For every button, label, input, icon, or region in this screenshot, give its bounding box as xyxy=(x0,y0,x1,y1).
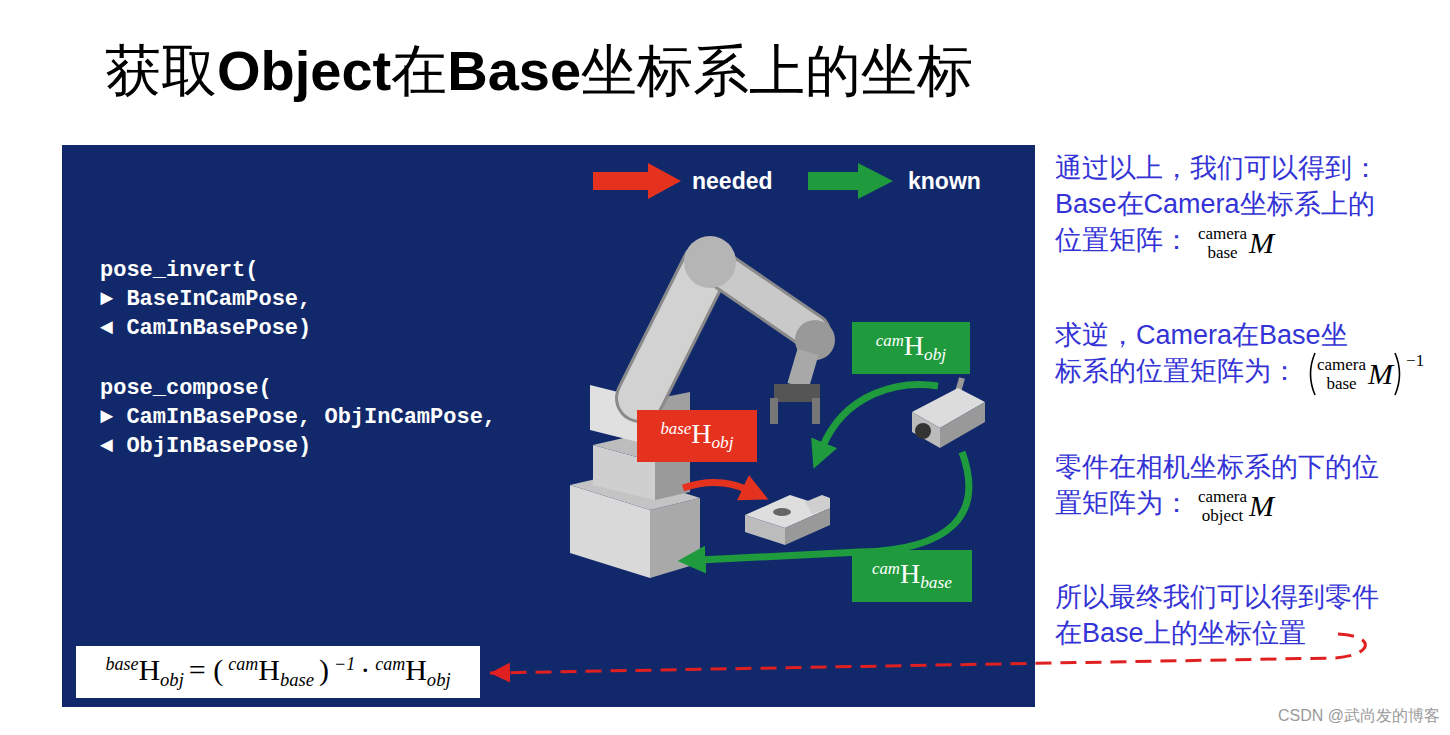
slide-title: 获取Object在Base坐标系上的坐标 xyxy=(105,36,973,106)
camera xyxy=(912,378,985,448)
matrix-notation: camerabaseM−1 xyxy=(1306,351,1424,397)
camera xyxy=(912,412,940,448)
matrix-symbol: M xyxy=(1368,357,1393,391)
bracket xyxy=(1393,351,1404,397)
legend-arrow xyxy=(648,163,681,199)
frame-name: base xyxy=(1326,374,1356,393)
frame-name: base xyxy=(1207,243,1237,262)
notation-op: = ( xyxy=(189,653,223,686)
notation-op: ) xyxy=(319,653,329,686)
robot-arm xyxy=(798,352,808,386)
notation-sub: obj xyxy=(427,669,451,690)
code-line: ► CamInBasePose, ObjInCamPose, xyxy=(100,403,496,432)
notation-sub: obj xyxy=(711,433,733,452)
notation-op: · xyxy=(360,653,370,686)
title-run: Base xyxy=(447,39,581,102)
pose-label-box: camHbase xyxy=(852,550,972,602)
frame-name: camera xyxy=(1198,487,1247,506)
notation-main: H xyxy=(900,558,920,589)
matrix-symbol: M xyxy=(1249,489,1274,523)
video-panel xyxy=(62,145,1035,707)
frame-pair: cameraobject xyxy=(1198,487,1247,525)
title-run: 坐标系上的坐标 xyxy=(581,39,973,102)
frame-name: camera xyxy=(1317,355,1366,374)
notation-sup: −1 xyxy=(334,654,355,674)
legend-arrow xyxy=(593,172,651,190)
legend-arrow xyxy=(593,163,893,199)
frame-name: object xyxy=(1202,506,1244,525)
code-line: pose_compose( xyxy=(100,374,272,403)
robot-arm xyxy=(684,236,736,288)
pose-arrow xyxy=(683,482,748,490)
notation-sup: cam xyxy=(872,559,900,578)
robot-arm xyxy=(650,498,700,578)
title-run: 在 xyxy=(391,39,447,102)
explanation-paragraph: 所以最终我们可以得到零件在Base上的坐标位置 xyxy=(1055,579,1385,651)
inverse-exponent: −1 xyxy=(1406,351,1424,371)
notation-sup: cam xyxy=(228,654,258,674)
pose-label-box: baseHobj xyxy=(637,410,757,462)
robot-arm xyxy=(570,236,835,578)
pose-arrow xyxy=(700,452,969,560)
notation-main: H xyxy=(258,653,280,686)
explanation-text: 求逆，Camera在Base坐标系的位置矩阵为： xyxy=(1055,320,1348,386)
bracket xyxy=(1395,353,1400,395)
notation-main: H xyxy=(405,653,427,686)
title-run: Object xyxy=(217,39,391,102)
matrix-notation: cameraobjectM xyxy=(1198,487,1274,525)
notation-sub: base xyxy=(280,669,314,690)
code-line: ► BaseInCamPose, xyxy=(100,285,311,314)
workpiece xyxy=(805,495,830,514)
legend-arrow xyxy=(858,163,893,199)
notation-sup: cam xyxy=(375,654,405,674)
robot-arm xyxy=(770,398,778,424)
workpiece xyxy=(785,508,830,545)
code-line: pose_invert( xyxy=(100,256,258,285)
code-line: ◄ ObjInBasePose) xyxy=(100,432,311,461)
code-line: ◄ CamInBasePose) xyxy=(100,314,311,343)
formula-box: baseHobj= (camHbase)−1·camHobj xyxy=(76,646,480,698)
workpiece xyxy=(745,495,830,545)
notation-sub: obj xyxy=(924,345,946,364)
legend-label: needed xyxy=(692,166,773,196)
bracket xyxy=(1311,353,1316,395)
frame-pair: camerabase xyxy=(1198,224,1247,262)
legend-label: known xyxy=(908,166,981,196)
matrix-notation: camerabaseM xyxy=(1198,224,1274,262)
pose-arrow xyxy=(822,385,938,448)
title-run: 获取 xyxy=(105,39,217,102)
robot-arm xyxy=(640,266,706,398)
robot-arm xyxy=(640,266,706,398)
workpiece xyxy=(773,508,791,516)
notation-sup: cam xyxy=(876,331,904,350)
camera xyxy=(940,402,985,448)
notation-main: H xyxy=(691,418,711,449)
notation-sup: base xyxy=(660,419,691,438)
notation: camHbase xyxy=(872,554,952,598)
notation: camHobj xyxy=(876,326,946,370)
legend-arrow xyxy=(808,172,860,190)
watermark: CSDN @武尚发的博客 xyxy=(1278,705,1440,727)
notation: baseHobj xyxy=(660,414,733,458)
pose-label-box: camHobj xyxy=(852,322,970,374)
notation-sup: base xyxy=(105,654,138,674)
frame-pair: camerabase xyxy=(1317,355,1366,393)
notation: baseHobj= (camHbase)−1·camHobj xyxy=(105,650,450,694)
bracket xyxy=(1306,351,1317,397)
notation-main: H xyxy=(138,653,160,686)
workpiece xyxy=(745,515,785,545)
camera xyxy=(915,423,931,439)
notation-main: H xyxy=(904,330,924,361)
robot-arm xyxy=(812,398,820,424)
notation-sub: obj xyxy=(160,669,184,690)
matrix-symbol: M xyxy=(1249,226,1274,260)
frame-name: camera xyxy=(1198,224,1247,243)
notation-sub: base xyxy=(920,573,952,592)
explanation-text: 所以最终我们可以得到零件在Base上的坐标位置 xyxy=(1055,582,1379,648)
